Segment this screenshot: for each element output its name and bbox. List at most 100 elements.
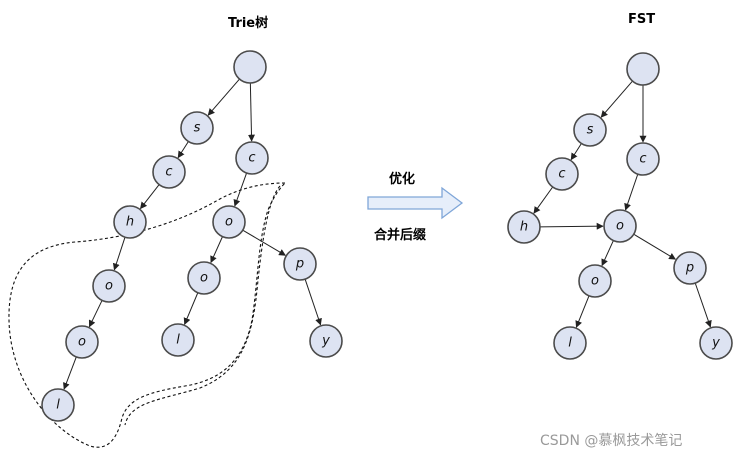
fst-nodes: s c h c o o l p y [507,52,733,360]
trie-node-circle [161,323,195,357]
trie-node-root [233,50,267,84]
trie-node-label: c [165,165,172,180]
trie-node-label: s [194,121,201,136]
fst-node-h: h [507,210,541,244]
watermark: CSDN @慕枫技术笔记 [540,433,683,449]
fst-node-circle [673,251,707,285]
trie-node-circle [180,111,214,145]
trie-node-label: y [321,334,330,349]
trie-edge-h-o1 [112,237,126,271]
transform-arrow [367,186,464,220]
fst-node-circle [507,210,541,244]
trie-node-circle [113,205,147,239]
trie-title: Trie树 [228,16,269,31]
trie-node-label: o [78,335,86,350]
fst-title: FST [628,12,656,27]
fst-edge-s-c1 [570,143,582,161]
trie-node-circle [65,325,99,359]
trie-node-circle [212,205,246,239]
fst-edge-o2-l [575,295,590,328]
trie-node-label: o [105,279,113,294]
fst-edges [533,80,712,328]
trie-edge-s-c1 [177,141,189,159]
fst-node-o: o [603,209,637,243]
trie-edge-o1-o2 [88,300,103,328]
trie-node-h: h [113,205,147,239]
trie-edge-c2-o3 [233,172,248,207]
fst-node-label: o [591,274,599,289]
fst-node-c1: c [545,157,579,191]
trie-edge-o3-o4 [210,236,223,264]
fst-node-label: s [587,123,594,138]
arrow-top-label: 优化 [389,172,416,187]
trie-node-y: y [309,324,343,358]
trie-edge-p-y [304,278,322,326]
fst-edge-o-p [633,233,677,260]
fst-edge-o-o2 [601,240,614,267]
fst-node-l: l [553,326,587,360]
fst-node-label: y [711,336,720,351]
fst-node-root [626,52,660,86]
fst-edge-root-s [600,80,633,118]
trie-node-p: p [283,247,317,281]
trie-nodes: s c h o o l c o o l p y [41,50,343,422]
fst-node-s: s [573,113,607,147]
trie-node-circle [152,155,186,189]
trie-node-circle [41,388,75,422]
arrow-bottom-label: 合并后缀 [374,228,427,243]
fst-node-c2: c [626,142,660,176]
fst-node-circle [553,326,587,360]
trie-edges [63,78,322,390]
trie-node-c1: c [152,155,186,189]
fst-node-label: h [520,220,528,235]
fst-node-label: c [639,152,646,167]
fst-node-o2: o [578,264,612,298]
fst-node-label: l [568,336,572,351]
trie-node-o1: o [92,269,126,303]
trie-node-circle [187,261,221,295]
trie-node-label: p [295,257,304,272]
fst-node-label: p [685,261,694,276]
trie-node-circle [92,269,126,303]
trie-node-l2: l [161,323,195,357]
fst-node-circle [699,326,733,360]
fst-node-circle [603,209,637,243]
trie-node-label: l [176,333,180,348]
fst-node-label: o [616,219,624,234]
trie-edge-o4-l2 [183,292,199,325]
suffix-region-outline-inner [124,185,281,426]
fst-node-circle [626,52,660,86]
fst-edge-c1-h [533,186,554,214]
trie-edge-o2-l1 [63,356,77,390]
trie-edge-root-c2 [247,82,255,142]
fst-node-circle [573,113,607,147]
trie-node-l1: l [41,388,75,422]
trie-node-o4: o [187,261,221,295]
trie-node-circle [235,141,269,175]
fst-edge-p-y [694,282,712,328]
fst-node-y: y [699,326,733,360]
fst-node-p: p [673,251,707,285]
trie-node-circle [309,324,343,358]
trie-node-o3: o [212,205,246,239]
fst-edge-h-o [539,222,604,230]
fst-node-circle [545,157,579,191]
trie-node-label: o [200,271,208,286]
trie-edge-o3-p [242,229,286,256]
trie-node-c2: c [235,141,269,175]
fst-node-label: c [558,167,565,182]
fst-node-circle [578,264,612,298]
trie-node-label: c [248,151,255,166]
trie-node-label: h [126,215,134,230]
trie-node-label: o [225,215,233,230]
trie-node-label: l [56,398,60,413]
trie-node-circle [233,50,267,84]
trie-node-s: s [180,111,214,145]
suffix-region-outline [8,182,287,448]
fst-node-circle [626,142,660,176]
trie-node-circle [283,247,317,281]
fst-edge-c2-o [624,173,639,211]
trie-edge-c1-h [140,184,160,210]
